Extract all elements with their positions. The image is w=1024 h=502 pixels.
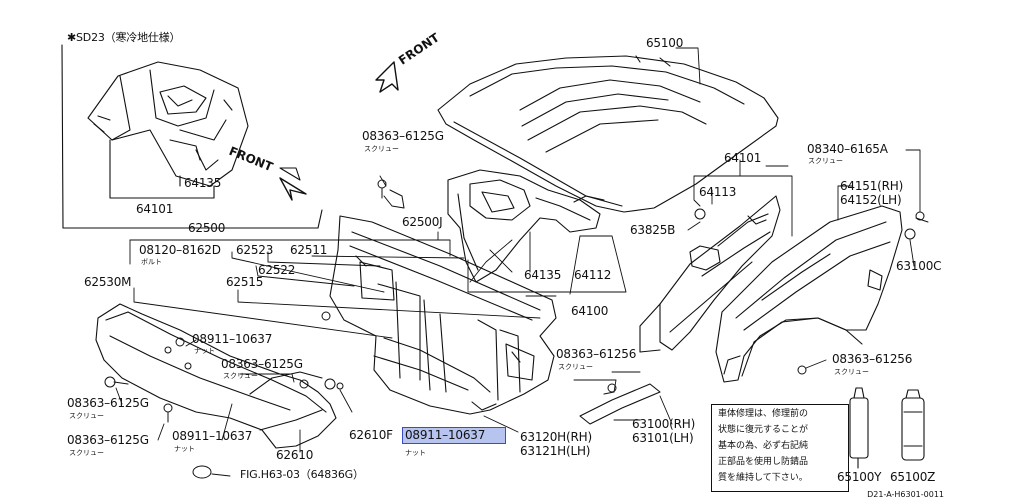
label-screw-f: スクリュー xyxy=(558,363,593,371)
inset-title: ✱SD23（寒冷地仕様） xyxy=(67,31,181,44)
label-63100rh: 63100(RH) xyxy=(632,417,696,431)
radiator-support-drawing xyxy=(329,215,557,415)
diagram-code: D21-A-H6301-0011 xyxy=(867,490,944,499)
label-63100c: 63100C xyxy=(896,259,942,273)
note-line-5: 質を維持して下さい。 xyxy=(718,473,808,483)
note-line-4: 正部品を使用し防錆品 xyxy=(718,457,809,467)
main-front-arrow xyxy=(375,61,399,93)
label-08911-10637-highlight[interactable]: 08911–10637 xyxy=(405,428,486,442)
label-screw-e: スクリュー xyxy=(69,449,104,457)
label-62523: 62523 xyxy=(236,243,274,257)
label-65100y: 65100Y xyxy=(837,470,882,484)
label-screw-d: スクリュー xyxy=(69,412,104,420)
label-08363-6125g-l2: 08363–6125G xyxy=(67,433,149,447)
bottles-drawing xyxy=(849,387,925,469)
label-64100: 64100 xyxy=(571,304,609,318)
label-nut-c: ナット xyxy=(405,449,426,457)
inset-front-arrow xyxy=(279,167,307,201)
label-64152: 64152(LH) xyxy=(840,193,902,207)
label-fig-reference[interactable]: FIG.H63-03（64836G） xyxy=(240,468,364,481)
inset-frame xyxy=(61,44,323,229)
label-08120-8162d: 08120–8162D xyxy=(139,243,221,257)
repair-note-box: 車体修理は、修理前の 状態に復元することが 基本の為、必ず右記純 正部品を使用し… xyxy=(711,404,849,492)
label-bolt: ボルト xyxy=(141,258,162,266)
label-screw-a: スクリュー xyxy=(364,145,399,153)
fender-apron-drawing xyxy=(639,195,781,353)
label-nut-b: ナット xyxy=(174,445,195,453)
label-62500j: 62500J xyxy=(402,215,443,229)
leader-lines xyxy=(115,47,921,477)
note-line-1: 車体修理は、修理前の xyxy=(718,409,809,419)
label-nut-a: ナット xyxy=(194,347,215,355)
label-screw-b: スクリュー xyxy=(808,157,843,165)
label-62610f: 62610F xyxy=(349,428,393,442)
label-63121h: 63121H(LH) xyxy=(520,444,591,458)
label-64151: 64151(RH) xyxy=(840,179,904,193)
note-line-3: 基本の為、必ず右記純 xyxy=(718,441,809,451)
label-08363-61256-r: 08363–61256 xyxy=(832,352,913,366)
label-08911-10637-a: 08911–10637 xyxy=(192,332,273,346)
label-screw-g: スクリュー xyxy=(834,368,869,376)
highlighted-part[interactable] xyxy=(402,427,506,444)
inset-label-64135: 64135 xyxy=(184,176,222,190)
label-08340-6165a: 08340–6165A xyxy=(807,142,888,156)
label-62511: 62511 xyxy=(290,243,328,257)
label-screw-c: スクリュー xyxy=(223,372,258,380)
bumper-drawing xyxy=(95,303,337,449)
label-65100z: 65100Z xyxy=(890,470,936,484)
fender-drawing xyxy=(715,205,903,383)
label-63101lh: 63101(LH) xyxy=(632,431,694,445)
label-08363-6125g-top: 08363–6125G xyxy=(362,129,444,143)
label-62515: 62515 xyxy=(226,275,264,289)
label-65100: 65100 xyxy=(646,36,684,50)
inner-apron-drawing xyxy=(447,169,605,283)
label-64113: 64113 xyxy=(699,185,737,199)
inset-apron-drawing xyxy=(87,61,249,199)
label-62530m: 62530M xyxy=(84,275,132,289)
label-62610: 62610 xyxy=(276,448,314,462)
label-62500: 62500 xyxy=(188,221,226,235)
inset-label-64101: 64101 xyxy=(136,202,174,216)
fasteners xyxy=(104,179,929,479)
label-64135: 64135 xyxy=(524,268,562,282)
hood-stay-drawing xyxy=(579,383,661,425)
note-line-2: 状態に復元することが xyxy=(718,425,809,435)
label-08363-61256-mid: 08363–61256 xyxy=(556,347,637,361)
label-08363-6125g-mid: 08363–6125G xyxy=(221,357,303,371)
label-62522: 62522 xyxy=(258,263,296,277)
label-63120h: 63120H(RH) xyxy=(520,430,592,444)
label-64101: 64101 xyxy=(724,151,762,165)
label-64112: 64112 xyxy=(574,268,612,282)
label-08911-10637-b: 08911–10637 xyxy=(172,429,253,443)
hood-drawing xyxy=(437,55,779,213)
label-63825b: 63825B xyxy=(630,223,676,237)
label-08363-6125g-l1: 08363–6125G xyxy=(67,396,149,410)
